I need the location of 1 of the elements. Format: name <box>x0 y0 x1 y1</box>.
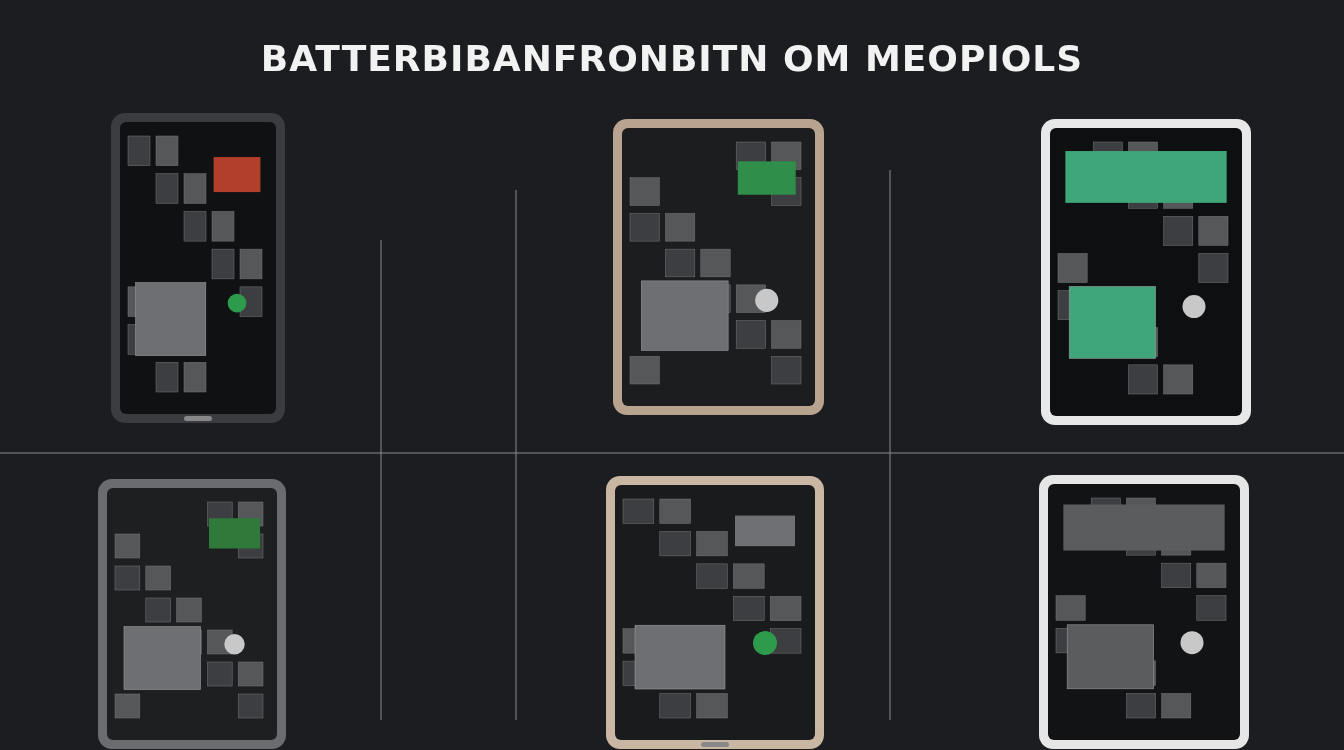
title: BATTERBIBANFRONBITN OM MEOPIOLS <box>259 38 1085 79</box>
